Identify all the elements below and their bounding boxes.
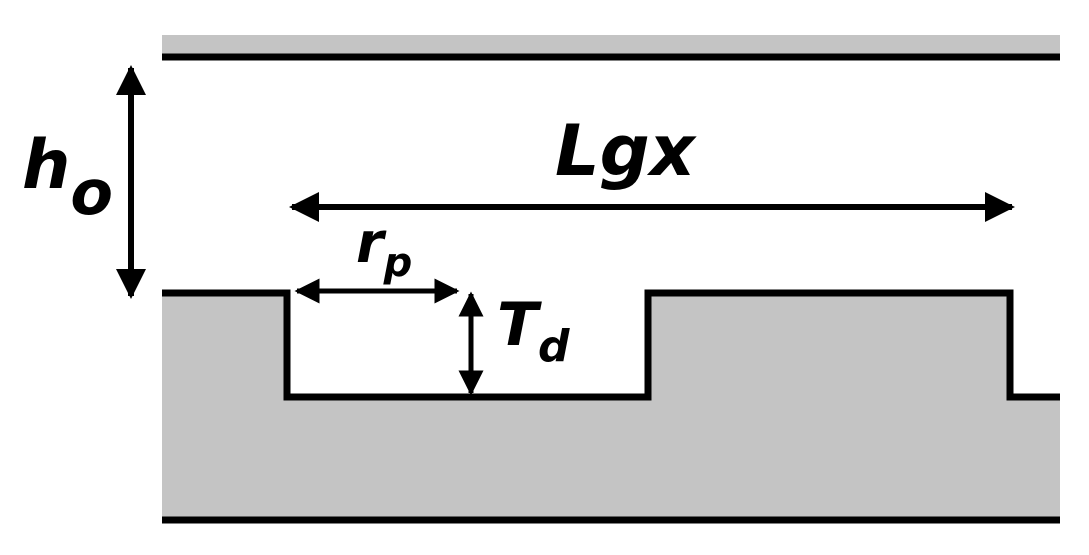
td-label-subscript: d (538, 321, 570, 372)
grooved-wall-fill (162, 293, 1060, 520)
rp-label: rp (356, 211, 412, 286)
ho-label-subscript: o (70, 156, 113, 229)
grooved-wall-profile (162, 289, 1060, 401)
rp-label-subscript: p (383, 240, 413, 286)
ho-label-main: h (22, 126, 70, 205)
td-label: Td (497, 290, 570, 372)
lgx-label: Lgx (555, 110, 697, 192)
rp-label-main: r (356, 211, 387, 276)
top-plate-fill (162, 35, 1060, 57)
td-label-main: T (497, 290, 542, 360)
ho-label: ho (22, 126, 113, 229)
